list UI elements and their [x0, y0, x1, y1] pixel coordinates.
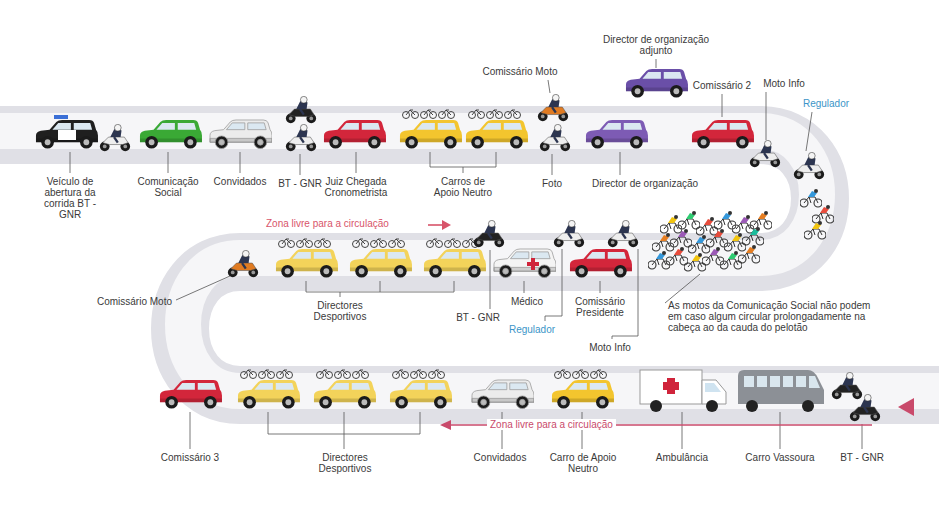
moto-icon — [554, 220, 584, 247]
zone-arrowhead — [442, 220, 451, 230]
bike-rack — [353, 239, 405, 248]
broom-van — [738, 370, 824, 412]
moto-icon — [794, 152, 824, 179]
car-icon — [390, 380, 452, 409]
vehicle-label: Carro de Apoio Neutro — [547, 452, 619, 474]
car-icon — [350, 249, 412, 278]
leader-lines — [70, 59, 862, 449]
cyclist-icon — [804, 221, 826, 239]
moto-icon — [540, 124, 570, 151]
moto-icon — [832, 372, 862, 399]
note-text: As motos da Comunicação Social não podem… — [668, 300, 883, 333]
zone-label: Zona livre para a circulação — [266, 218, 389, 229]
bike-rack — [469, 110, 521, 119]
regulator-label: Regulador — [796, 98, 856, 109]
zone-arrow — [428, 224, 443, 226]
bike-rack — [393, 370, 445, 379]
car-icon — [552, 380, 614, 409]
car-icon — [494, 249, 556, 278]
car-icon — [324, 120, 386, 149]
moto-icon — [608, 220, 638, 247]
road-inner — [0, 131, 939, 391]
car-icon — [466, 120, 528, 149]
car-icon — [626, 69, 688, 98]
vehicle-label: Directores Desportivos — [310, 452, 380, 474]
vehicle-label: Ambulância — [647, 452, 717, 463]
moto-icon — [228, 250, 258, 277]
vehicle-label: Comissário 2 — [687, 80, 757, 91]
vehicle-label: Médico — [505, 296, 549, 307]
car-icon — [314, 380, 376, 409]
vehicle-label: Comissário Moto — [470, 66, 570, 77]
direction-triangle — [898, 398, 914, 416]
vehicle-label: Carro Vassoura — [740, 452, 820, 463]
bike-rack — [555, 370, 607, 379]
car-icon — [160, 380, 222, 409]
cyclist-icon — [800, 189, 822, 207]
cyclist-icon — [812, 205, 834, 223]
moto-icon — [850, 394, 880, 421]
car-icon — [140, 120, 202, 149]
bike-rack — [317, 370, 369, 379]
moto-icon — [750, 140, 780, 167]
car-icon — [276, 249, 338, 278]
bike-rack — [403, 110, 455, 119]
vehicle-label: Foto — [532, 178, 572, 189]
zone-arrowhead — [440, 420, 451, 430]
car-icon — [472, 380, 534, 409]
bike-rack — [279, 239, 331, 248]
regulator-label: Regulador — [502, 324, 562, 335]
moto-icon — [474, 220, 504, 247]
police-car — [36, 120, 98, 149]
vehicle-label: Directores Desportivos — [305, 300, 375, 322]
car-icon — [238, 380, 300, 409]
vehicle-label: Carros de Apoio Neutro — [428, 176, 498, 198]
ambulance — [640, 370, 726, 412]
car-icon — [692, 120, 754, 149]
vehicle-label: Comunicação Social — [136, 176, 200, 198]
car-icon — [210, 120, 272, 149]
vehicle-label: Director de organização — [575, 178, 715, 189]
vehicle-label: BT - GNR — [453, 312, 503, 323]
vehicle-label: Comissário 3 — [155, 452, 225, 463]
vehicle-label: Comissário Moto — [88, 296, 172, 307]
moto-icon — [538, 94, 568, 121]
car-icon — [586, 120, 648, 149]
vehicle-label: BT - GNR — [832, 452, 892, 463]
vehicle-label: BT - GNR — [265, 178, 335, 189]
vehicle-label: Convidados — [200, 176, 280, 187]
vehicle-label: Moto Info — [754, 78, 814, 89]
police-car-door — [58, 130, 76, 140]
vehicle-label: Comissário Presidente — [568, 296, 632, 318]
zone-label: Zona livre para a circulação — [487, 419, 616, 430]
vehicle-label: Convidados — [465, 452, 535, 463]
medical-cross — [527, 262, 539, 266]
vehicle-label: Juiz Chegada Cronometrista — [320, 176, 392, 198]
car-icon — [424, 249, 486, 278]
bike-rack — [241, 370, 293, 379]
moto-icon — [286, 96, 316, 123]
vehicle-label: Veículo de abertura da corrida BT - GNR — [39, 176, 101, 220]
moto-icon — [100, 124, 130, 151]
car-icon — [570, 249, 632, 278]
moto-icon — [286, 124, 316, 151]
police-light — [54, 115, 68, 119]
peloton — [648, 211, 772, 271]
bike-rack — [427, 239, 479, 248]
car-icon — [400, 120, 462, 149]
vehicle-label: Moto Info — [580, 342, 640, 353]
vehicle-label: Director de organização adjunto — [591, 34, 721, 56]
